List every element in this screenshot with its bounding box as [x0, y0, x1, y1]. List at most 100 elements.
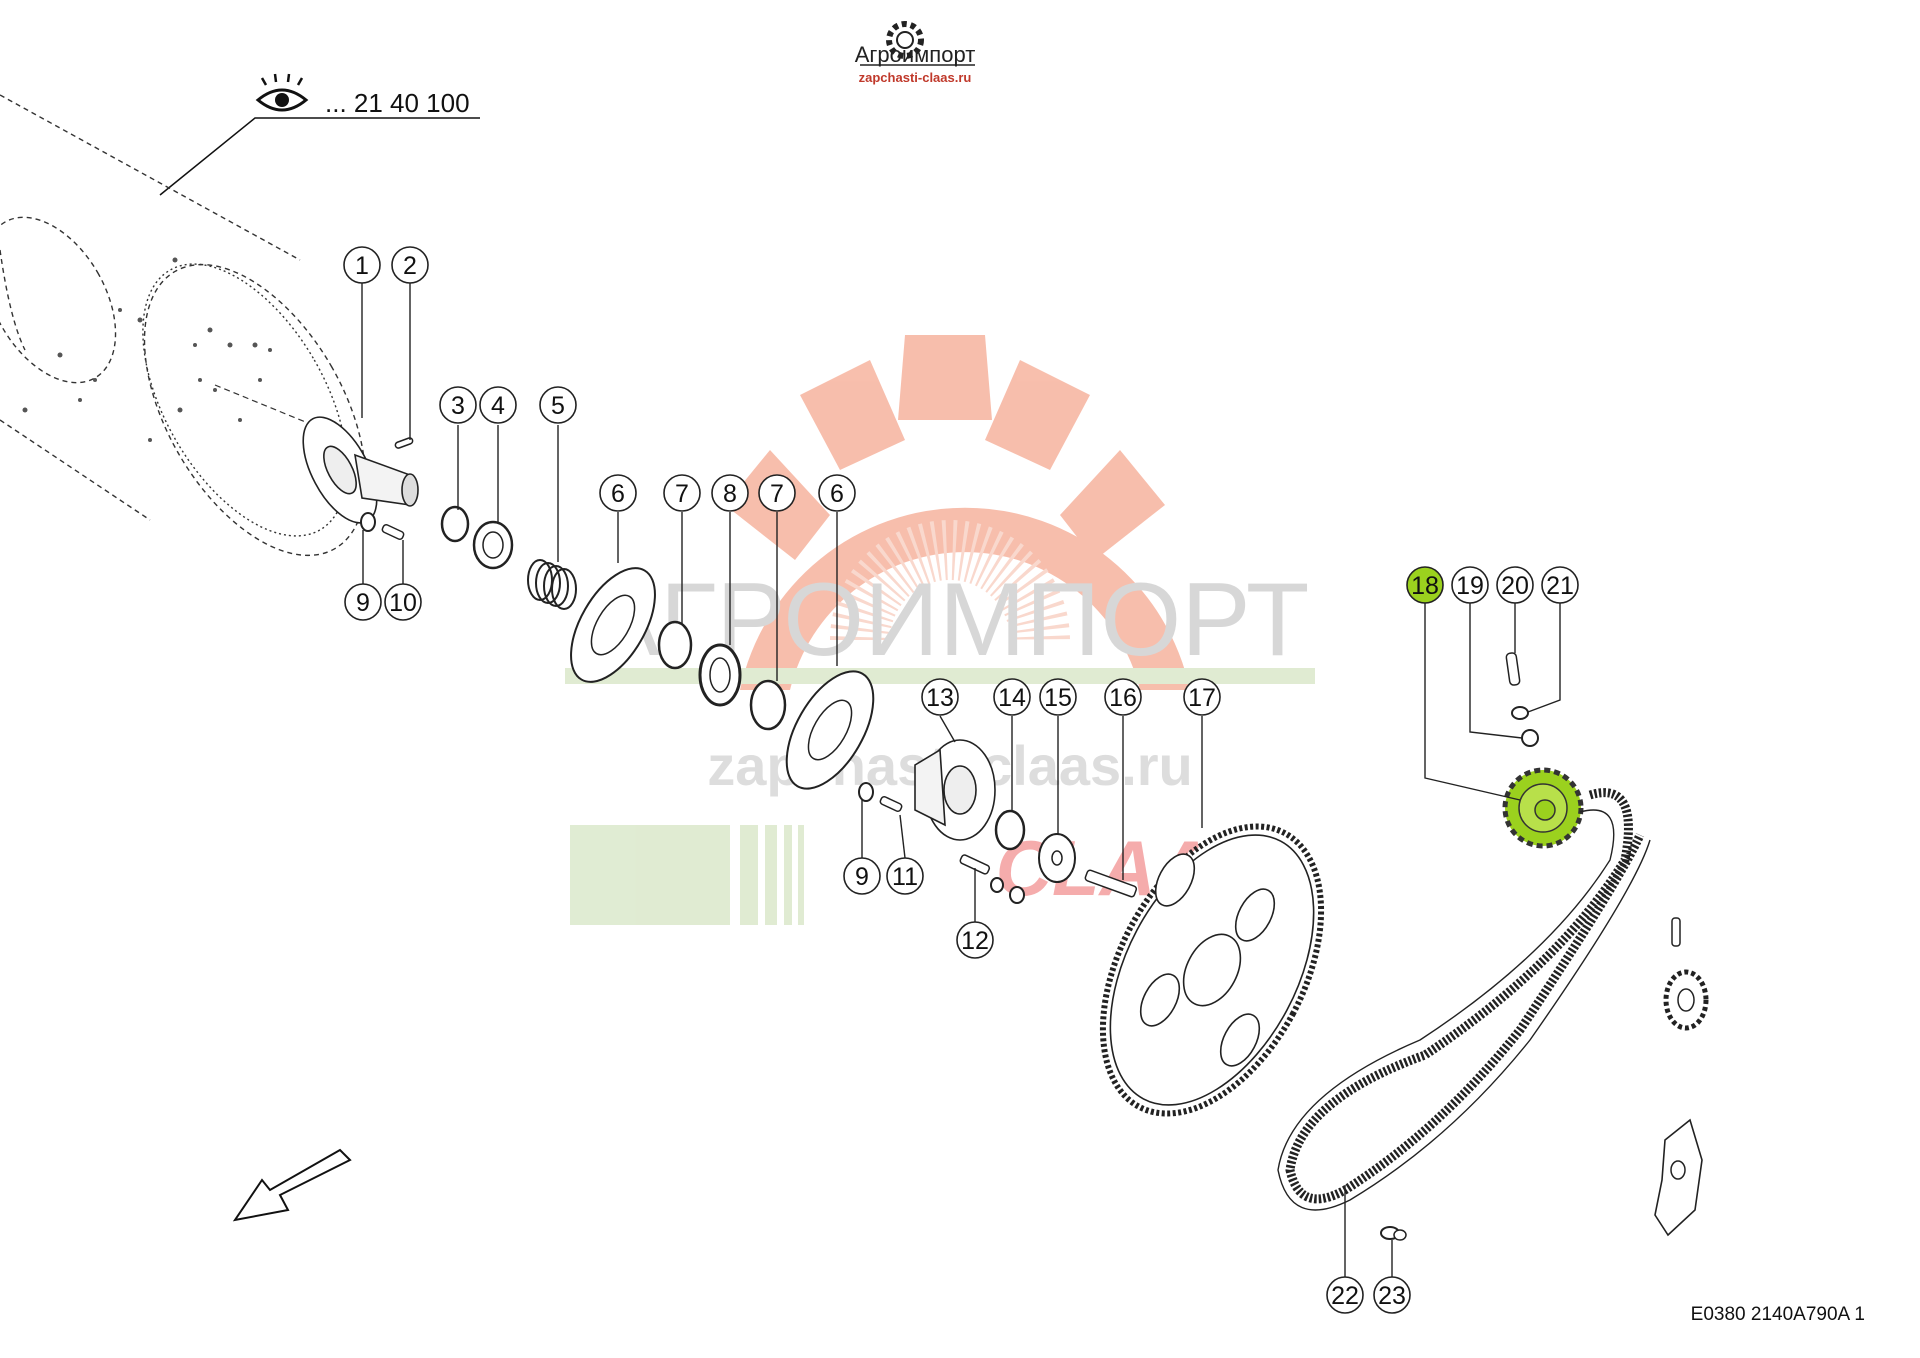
- callout-7[interactable]: 7: [663, 474, 701, 512]
- callout-label: 4: [491, 392, 505, 420]
- callout-label: 15: [1044, 684, 1072, 712]
- agroimport-logo: Агроимпорт zapchasti-claas.ru: [855, 21, 976, 85]
- callout-label: 9: [855, 863, 869, 891]
- callout-label: 6: [830, 480, 844, 508]
- part-seal-7b: [749, 679, 787, 731]
- callout-circle: [439, 386, 477, 424]
- callout-12[interactable]: 12: [956, 921, 994, 959]
- logo-brand: Агроимпорт: [855, 42, 976, 67]
- watermark-gear: [725, 335, 1190, 690]
- callout-1[interactable]: 1: [343, 246, 381, 284]
- callout-2[interactable]: 2: [391, 246, 429, 284]
- callout-label: 7: [770, 480, 784, 508]
- callout-label: 8: [723, 480, 737, 508]
- part-washer-9b: [858, 782, 874, 802]
- callout-label: 19: [1456, 572, 1484, 600]
- callout-circle: [758, 474, 796, 512]
- part-screw-10: [381, 523, 405, 541]
- callout-13[interactable]: 13: [921, 678, 959, 716]
- callout-circle: [993, 678, 1031, 716]
- callout-label: 17: [1188, 684, 1216, 712]
- drum-holes: [22, 257, 272, 442]
- callout-label: 23: [1378, 1282, 1406, 1310]
- callout-circle: [956, 921, 994, 959]
- callout-label: 2: [403, 252, 417, 280]
- part-spring-5: [527, 559, 577, 610]
- callout-circle: [344, 583, 382, 621]
- part-bushing-15: [1038, 833, 1076, 883]
- callout-21[interactable]: 21: [1541, 566, 1579, 604]
- callout-16[interactable]: 16: [1104, 678, 1142, 716]
- callout-23[interactable]: 23: [1373, 1276, 1411, 1314]
- callout-label: 20: [1501, 572, 1529, 600]
- callout-label: 6: [611, 480, 625, 508]
- watermark-stripes: [570, 825, 804, 925]
- callout-circle: [1451, 566, 1489, 604]
- callout-label: 1: [355, 252, 369, 280]
- callout-label: 21: [1546, 572, 1574, 600]
- callout-label: 3: [451, 392, 465, 420]
- callout-14[interactable]: 14: [993, 678, 1031, 716]
- part-hub-13: [914, 739, 996, 841]
- part-ring-3: [440, 505, 470, 543]
- callout-20[interactable]: 20: [1496, 566, 1534, 604]
- callout-label: 5: [551, 392, 565, 420]
- callout-3[interactable]: 3: [439, 386, 477, 424]
- callout-circle: [391, 246, 429, 284]
- callout-label: 7: [675, 480, 689, 508]
- callout-6[interactable]: 6: [818, 474, 856, 512]
- part-tensioner-sprocket: [1663, 917, 1709, 1031]
- callout-label: 18: [1411, 572, 1439, 600]
- callout-11[interactable]: 11: [886, 857, 924, 895]
- callout-8[interactable]: 8: [711, 474, 749, 512]
- part-bearing-8: [698, 643, 742, 707]
- callout-circle: [539, 386, 577, 424]
- callout-22[interactable]: 22: [1326, 1276, 1364, 1314]
- callout-circle: [343, 246, 381, 284]
- callout-5[interactable]: 5: [539, 386, 577, 424]
- callout-circle: [1104, 678, 1142, 716]
- part-ring-14: [994, 809, 1026, 851]
- callout-circle: [1039, 678, 1077, 716]
- part-bearing-4: [472, 520, 514, 570]
- part-chain-guide: [1654, 1118, 1703, 1237]
- callout-19[interactable]: 19: [1451, 566, 1489, 604]
- watermark-brand: АГРОИМПОРТ: [591, 562, 1310, 678]
- part-cover-6b: [785, 670, 875, 790]
- part-sprocket-18: [1502, 767, 1584, 849]
- callout-9[interactable]: 9: [843, 857, 881, 895]
- callout-17[interactable]: 17: [1183, 678, 1221, 716]
- callout-circle: [479, 386, 517, 424]
- part-bolt-16: [1084, 869, 1138, 898]
- callout-label: 9: [356, 589, 370, 617]
- callout-label: 12: [961, 927, 989, 955]
- part-pin-2: [394, 437, 414, 449]
- callout-label: 11: [892, 863, 918, 891]
- part-cover-6: [570, 567, 656, 683]
- callout-label: 16: [1109, 684, 1137, 712]
- callout-6[interactable]: 6: [599, 474, 637, 512]
- eye-icon: [255, 73, 309, 112]
- callout-circle: [921, 678, 959, 716]
- callout-10[interactable]: 10: [384, 583, 422, 621]
- callout-4[interactable]: 4: [479, 386, 517, 424]
- part-washer-21: [1511, 706, 1529, 720]
- direction-arrow-icon: [232, 1148, 352, 1222]
- callout-label: 13: [926, 684, 954, 712]
- callout-circle: [1183, 678, 1221, 716]
- part-washer-9: [360, 512, 376, 532]
- callout-18[interactable]: 18: [1406, 566, 1444, 604]
- callout-7[interactable]: 7: [758, 474, 796, 512]
- part-bolt-12: [959, 854, 991, 875]
- callout-15[interactable]: 15: [1039, 678, 1077, 716]
- callout-circle: [663, 474, 701, 512]
- reference-text: ... 21 40 100: [325, 88, 470, 118]
- callout-9[interactable]: 9: [344, 583, 382, 621]
- diagram-code: E0380 2140A790A 1: [1691, 1304, 1865, 1325]
- callout-circle: [843, 857, 881, 895]
- callout-circle: [1541, 566, 1579, 604]
- callout-circle: [1406, 566, 1444, 604]
- part-chain-22: [1277, 788, 1651, 1211]
